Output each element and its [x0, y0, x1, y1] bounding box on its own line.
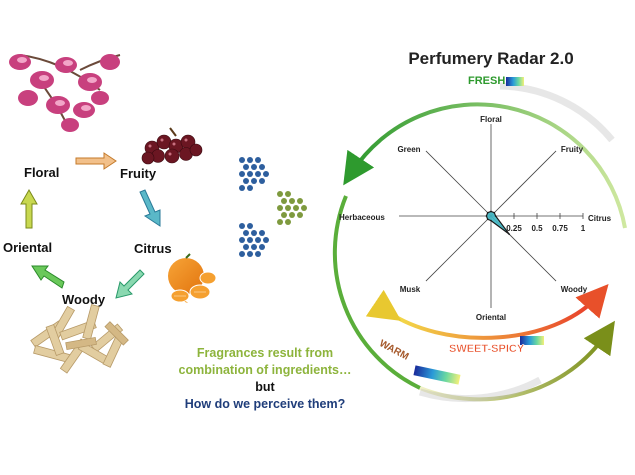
fresh-arc [343, 102, 627, 229]
arrow-citrus-to-woody [115, 269, 145, 299]
radar-tick-label: 0.75 [552, 224, 568, 233]
axis-label-woody: Woody [561, 285, 588, 294]
caption-line-4: How do we perceive them? [185, 397, 345, 411]
caption-line-3: but [255, 380, 275, 394]
radar-point-musk [486, 218, 489, 221]
wood-sticks-image [30, 304, 129, 374]
radar-plot [399, 124, 584, 308]
left-green-arc [332, 195, 421, 390]
radar-tick-label: 0.25 [506, 224, 522, 233]
axis-label-floral: Floral [480, 115, 502, 124]
fresh-label: FRESH [468, 75, 505, 87]
radar-tick-label: 1 [581, 224, 586, 233]
radar-point-citrus [494, 215, 497, 217]
dots-merge-icon [239, 157, 307, 257]
wheel-label-woody: Woody [62, 292, 106, 307]
grapes-image [141, 127, 203, 165]
wheel-label-oriental: Oriental [3, 240, 52, 255]
axis-label-herbaceous: Herbaceous [339, 213, 385, 222]
wheel-arrows [20, 152, 161, 299]
axis-label-fruity: Fruity [561, 145, 584, 154]
tangerine-image [168, 253, 217, 305]
arrow-fruity-to-citrus [139, 189, 161, 227]
caption-line-1: Fragrances result from [197, 346, 333, 360]
axis-label-citrus: Citrus [588, 214, 612, 223]
arrow-woody-to-oriental [31, 265, 65, 289]
axis-label-musk: Musk [400, 285, 421, 294]
radar-axis-musk [425, 215, 492, 282]
sweet-spicy-ramp [520, 336, 544, 345]
radar-tick-label: 0.5 [531, 224, 543, 233]
radar-point-fruity [493, 211, 496, 214]
radar-point-woody [508, 233, 511, 235]
fresh-ramp [506, 77, 524, 86]
warm-band [419, 376, 542, 403]
magnolia-flower-image [9, 54, 121, 132]
warm-arc [419, 320, 615, 402]
caption-line-2: combination of ingredients… [179, 363, 352, 377]
radar-point-oriental [490, 219, 492, 222]
radar-point-floral [490, 210, 492, 213]
radar-tick-labels: 0.25 0.5 0.75 1 [506, 224, 586, 233]
fresh-band [499, 82, 615, 143]
sweet-spicy-label: SWEET-SPICY [449, 343, 525, 355]
wheel-label-floral: Floral [24, 165, 59, 180]
radar-axis-fruity [490, 150, 557, 217]
wheel-label-fruity: Fruity [120, 166, 157, 181]
wheel-label-citrus: Citrus [134, 241, 172, 256]
warm-label: WARM [377, 338, 410, 363]
radar-title: Perfumery Radar 2.0 [408, 49, 573, 68]
warm-ramp [413, 365, 461, 385]
axis-label-green: Green [397, 145, 420, 154]
sweet-spicy-arc [365, 284, 609, 340]
radar-point-green [486, 211, 489, 214]
radar-point-herbaceous [485, 215, 488, 217]
radar-axis-green [425, 150, 492, 217]
radar-outer-arcs [332, 82, 627, 403]
axis-label-oriental: Oriental [476, 313, 506, 322]
arrow-oriental-to-floral [20, 188, 38, 229]
arrow-floral-to-fruity [75, 152, 117, 170]
